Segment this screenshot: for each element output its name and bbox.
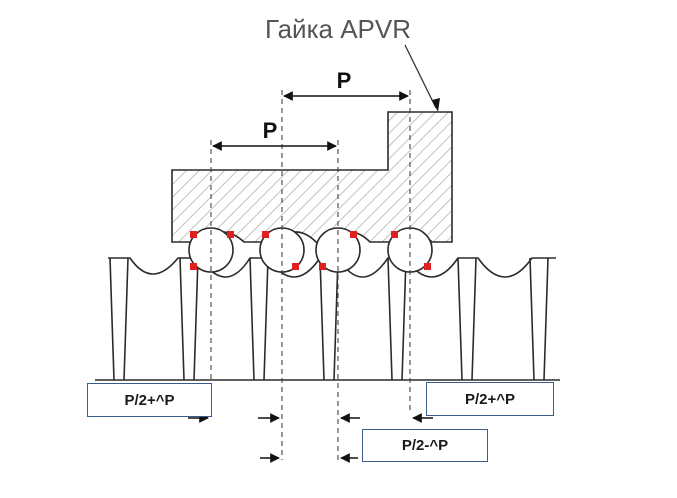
offset-label-right: P/2+^P [426, 382, 554, 416]
center-lines [210, 90, 411, 460]
diagram-title: Гайка APVR [265, 14, 411, 44]
contact-points [190, 231, 431, 270]
leader-arrow-icon [432, 98, 440, 112]
pitch-label-upper: P [337, 68, 352, 93]
pitch-dimension-upper: P [283, 68, 409, 101]
offset-label-bottom: P/2-^P [362, 429, 488, 462]
pitch-label-lower: P [263, 118, 278, 143]
offset-arrows [188, 413, 433, 463]
title-leader-line [404, 44, 437, 109]
pitch-dimension-lower: P [212, 118, 337, 151]
nut-body [171, 111, 453, 243]
offset-label-left: P/2+^P [87, 383, 212, 417]
screw-threads [95, 257, 560, 381]
